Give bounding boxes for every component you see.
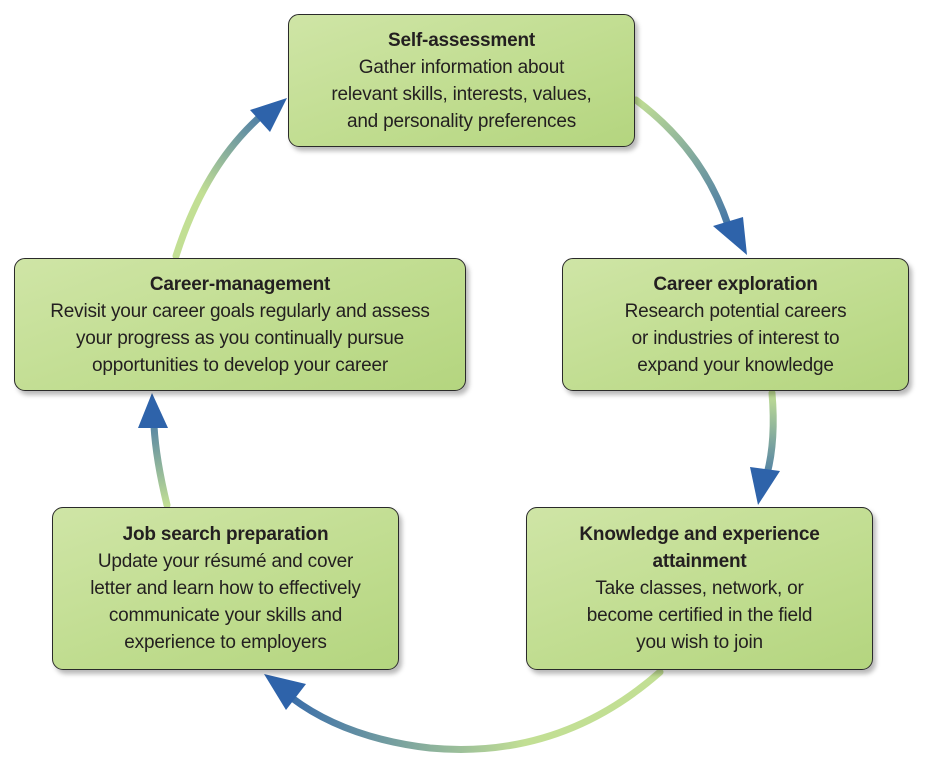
arrow-job-search-to-career-management bbox=[138, 393, 171, 509]
stage-title: Career-management bbox=[149, 273, 331, 295]
stage-title: Self-assessment bbox=[388, 29, 535, 51]
stage-description: Research potential careers or industries… bbox=[624, 300, 847, 376]
arrow-knowledge-attainment-to-job-search bbox=[264, 668, 664, 753]
stage-career-exploration: Career exploration Research potential ca… bbox=[562, 258, 909, 391]
stage-description: Gather information about relevant skills… bbox=[331, 56, 592, 132]
arrow-self-assessment-to-career-exploration bbox=[632, 96, 747, 255]
stage-title: Knowledge and experience attainment bbox=[579, 524, 820, 572]
stage-knowledge-attainment: Knowledge and experience attainment Take… bbox=[526, 507, 873, 670]
stage-job-search-preparation: Job search preparation Update your résum… bbox=[52, 507, 399, 670]
stage-description: Take classes, network, or become certifi… bbox=[586, 578, 813, 653]
arrow-career-exploration-to-knowledge-attainment bbox=[750, 389, 780, 505]
stage-career-management: Career-management Revisit your career go… bbox=[14, 258, 466, 391]
stage-self-assessment: Self-assessment Gather information about… bbox=[288, 14, 635, 147]
stage-title: Career exploration bbox=[653, 273, 818, 295]
stage-title: Job search preparation bbox=[122, 524, 329, 545]
arrow-career-management-to-self-assessment bbox=[172, 98, 287, 260]
stage-description: Update your résumé and cover letter and … bbox=[90, 551, 361, 653]
stage-description: Revisit your career goals regularly and … bbox=[50, 300, 430, 376]
